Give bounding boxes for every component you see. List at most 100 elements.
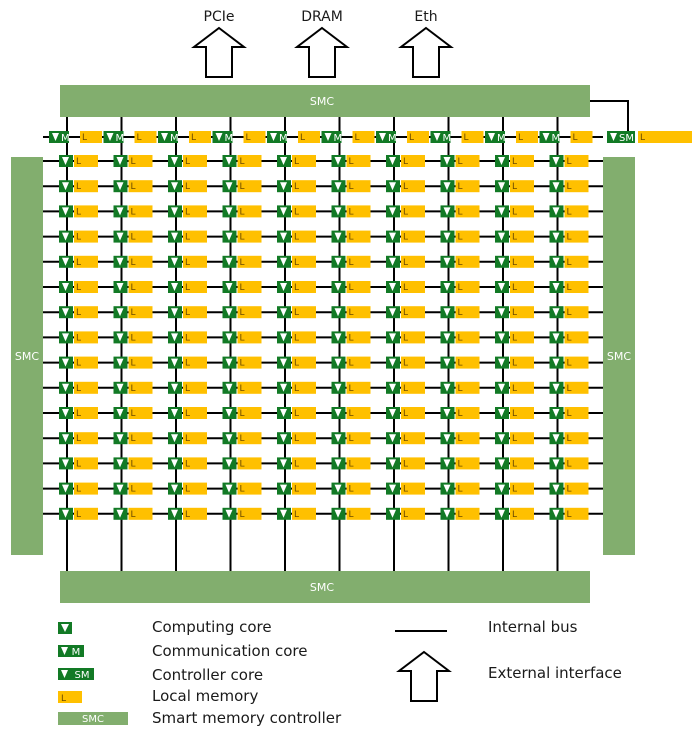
local-memory-text: L — [403, 510, 408, 520]
computing-core — [331, 230, 346, 243]
communication-core: M — [212, 131, 233, 144]
local-memory-text: L — [294, 308, 299, 318]
local-memory-text: L — [403, 283, 408, 293]
local-memory: L — [510, 432, 534, 445]
computing-core — [222, 306, 237, 319]
external-interfaces: PCIe DRAM Eth — [191, 9, 454, 78]
local-memory-text: L — [131, 283, 136, 293]
local-memory-text: L — [240, 485, 245, 495]
communication-core: M — [485, 131, 506, 144]
local-memory: L — [237, 255, 262, 268]
local-memory: L — [564, 482, 589, 495]
computing-core — [440, 507, 455, 520]
local-memory: L — [564, 432, 589, 445]
computing-core — [549, 205, 564, 218]
communication-core: M — [49, 131, 70, 144]
local-memory-text: L — [458, 384, 463, 394]
local-memory-text: L — [76, 409, 81, 419]
local-memory-text: L — [240, 308, 245, 318]
local-memory-text: L — [518, 133, 523, 143]
local-memory: L — [74, 331, 98, 344]
local-memory-text: L — [185, 359, 190, 369]
communication-core: M — [321, 131, 342, 144]
local-memory-text: L — [185, 157, 190, 167]
local-memory: L — [455, 432, 480, 445]
local-memory-text: L — [185, 182, 190, 192]
computing-core — [331, 155, 346, 167]
computing-core — [59, 507, 73, 520]
computing-core — [386, 507, 400, 520]
legend-smc-label: Smart memory controller — [152, 709, 342, 727]
computing-core — [386, 205, 400, 218]
computing-core — [113, 407, 128, 419]
smc-controller-link — [590, 100, 629, 137]
local-memory: L — [183, 331, 207, 344]
local-memory-text: L — [355, 133, 360, 143]
communication-core-text: M — [116, 133, 125, 144]
local-memory-text: L — [131, 233, 136, 243]
local-memory-text: L — [300, 133, 305, 143]
computing-core — [277, 230, 291, 243]
local-memory-text: L — [185, 308, 190, 318]
computing-core — [440, 155, 455, 167]
local-memory: L — [564, 457, 589, 470]
computing-core — [277, 356, 291, 369]
smc-left-label: SMC — [15, 350, 39, 363]
local-memory: L — [564, 331, 589, 344]
local-memory-text: L — [349, 308, 354, 318]
local-memory: L — [74, 155, 98, 167]
computing-core — [59, 432, 73, 445]
local-memory: L — [292, 230, 316, 243]
local-memory-text: L — [131, 308, 136, 318]
local-memory-text: L — [512, 283, 517, 293]
computing-core — [495, 381, 509, 394]
local-memory: L — [510, 482, 534, 495]
local-memory-text: L — [512, 485, 517, 495]
legend-memory-chip-text: L — [61, 694, 66, 704]
local-memory: L — [74, 230, 98, 243]
computing-core — [168, 331, 182, 344]
computing-core — [113, 356, 128, 369]
local-memory-text: L — [349, 258, 354, 268]
legend-computing-core-swatch — [58, 622, 72, 634]
local-memory: L — [74, 381, 98, 394]
local-memory-text: L — [185, 384, 190, 394]
computing-core — [331, 482, 346, 495]
computing-core — [168, 507, 182, 520]
local-memory-text: L — [76, 384, 81, 394]
local-memory: L — [564, 381, 589, 394]
local-memory-text: L — [640, 133, 645, 143]
local-memory: L — [564, 180, 589, 193]
local-memory-text: L — [185, 459, 190, 469]
computing-core — [113, 507, 128, 520]
local-memory-text: L — [131, 359, 136, 369]
local-memory: L — [401, 507, 425, 520]
local-memory-text: L — [567, 459, 572, 469]
local-memory-text: L — [294, 258, 299, 268]
local-memory: L — [564, 155, 589, 167]
computing-core — [495, 255, 509, 268]
local-memory: L — [510, 281, 534, 293]
local-memory: L — [346, 281, 371, 293]
local-memory: L — [455, 457, 480, 470]
local-memory: L — [401, 155, 425, 167]
local-memory-text: L — [349, 359, 354, 369]
interface-label-pcie: PCIe — [204, 9, 235, 25]
computing-core — [549, 457, 564, 470]
local-memory: L — [128, 180, 153, 193]
local-memory-text: L — [131, 258, 136, 268]
local-memory: L — [455, 281, 480, 293]
legend-smc-chip-text: SMC — [82, 714, 104, 725]
local-memory: L — [183, 507, 207, 520]
computing-core — [495, 356, 509, 369]
local-memory: L — [352, 131, 375, 143]
computing-core — [549, 255, 564, 268]
local-memory-text: L — [403, 359, 408, 369]
local-memory: L — [401, 306, 425, 319]
local-memory: L — [183, 180, 207, 193]
local-memory: L — [134, 131, 157, 143]
local-memory-text: L — [240, 207, 245, 217]
local-memory-text: L — [76, 283, 81, 293]
controller-core: SM — [607, 131, 635, 144]
